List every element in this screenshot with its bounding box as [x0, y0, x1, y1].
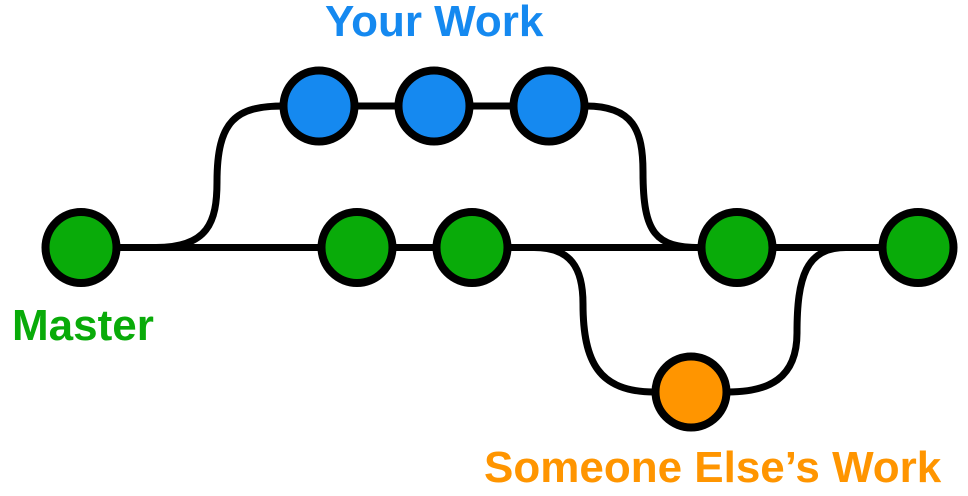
your-work-merge-in-curve — [585, 102, 701, 251]
commit-node-master — [41, 208, 121, 287]
commit-node-master — [878, 208, 958, 287]
commit-node-master — [317, 208, 397, 287]
someone-elses-work-label: Someone Else’s Work — [484, 443, 942, 492]
commit-node-your-work — [394, 66, 474, 146]
commit-node-someone-elses-work — [651, 352, 731, 432]
master-label: Master — [12, 301, 154, 350]
commit-node-your-work — [509, 66, 589, 146]
commit-node-master — [697, 208, 777, 287]
commit-node-master — [432, 208, 512, 287]
commit-node-your-work — [279, 66, 359, 146]
your-work-branch-out-curve — [155, 102, 285, 251]
commit-nodes — [41, 66, 958, 432]
someone-elses-merge-in-curve — [727, 244, 847, 396]
someone-elses-branch-out-curve — [533, 244, 655, 396]
your-work-label: Your Work — [325, 0, 544, 46]
